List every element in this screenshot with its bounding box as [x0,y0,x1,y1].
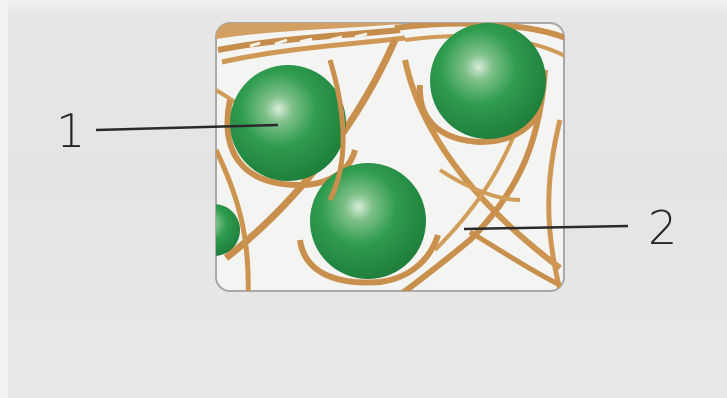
label-1: 1 [56,108,85,154]
green-cell [430,23,546,139]
green-cell [230,65,346,181]
green-cell-partial [188,204,240,256]
green-cell [310,163,426,279]
label-2: 2 [648,205,677,251]
